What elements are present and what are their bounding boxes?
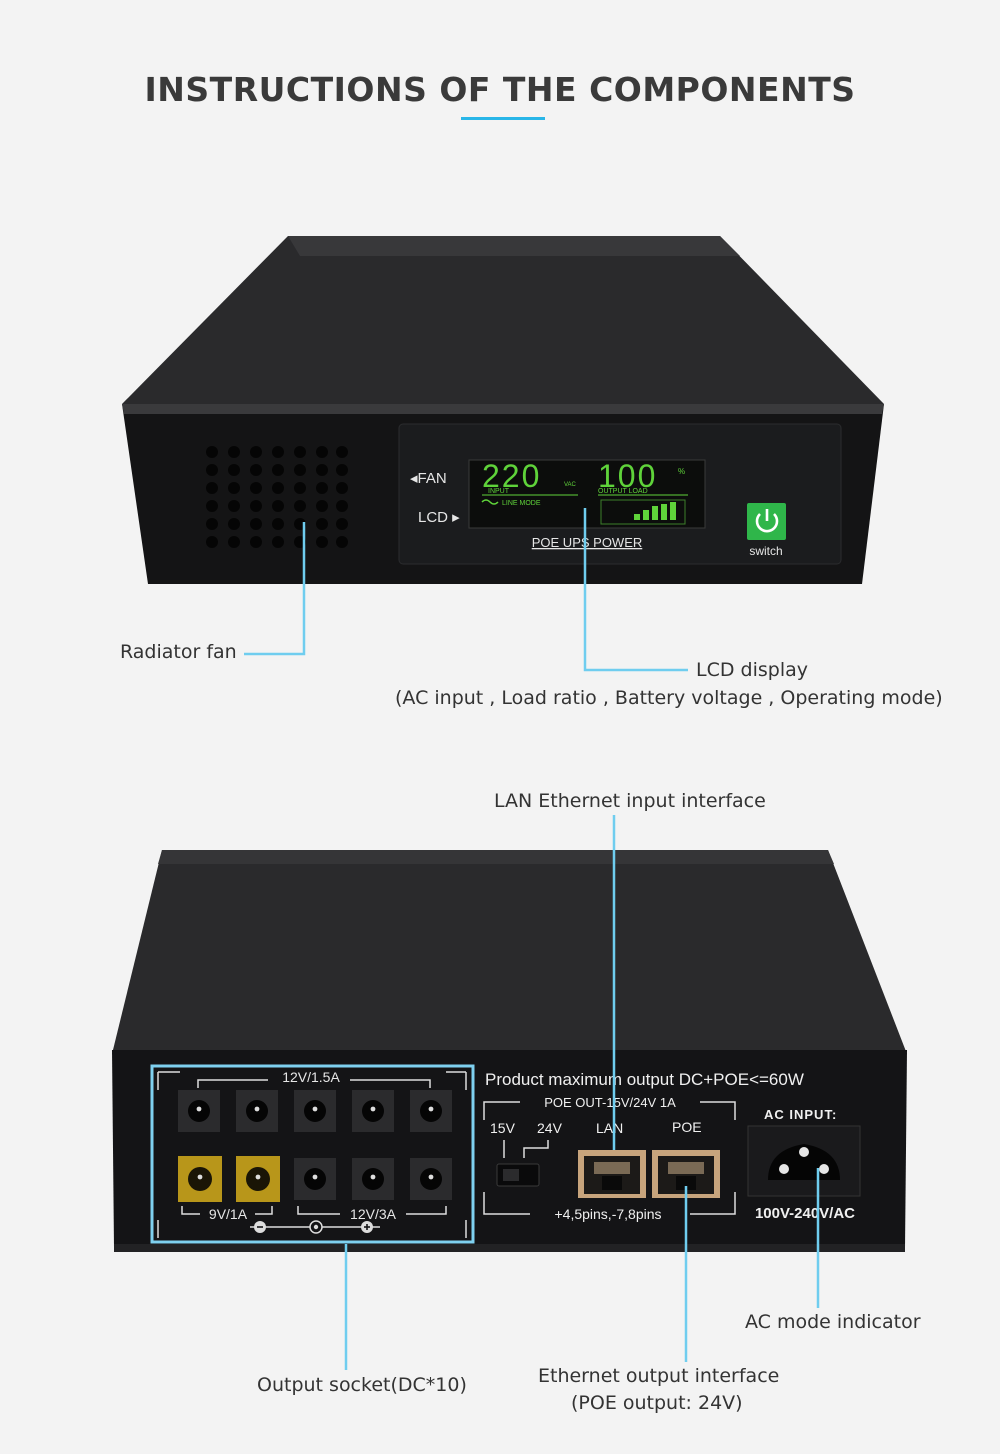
rear-device: 12V/1.5A 9V/1A 12V/3A Product maximum ou… xyxy=(112,815,907,1370)
lcd-load-unit: % xyxy=(678,467,685,476)
lcd-load-value: 100 xyxy=(598,458,657,494)
dc-socket-row-1 xyxy=(178,1090,452,1132)
max-output-text: Product maximum output DC+POE<=60W xyxy=(485,1070,804,1089)
dc-left-label: 9V/1A xyxy=(209,1206,248,1222)
pins-text: +4,5pins,-7,8pins xyxy=(554,1206,661,1222)
page-title: INSTRUCTIONS OF THE COMPONENTS xyxy=(144,70,856,109)
lcd-mode: LINE MODE xyxy=(502,500,541,507)
label-poe: POE xyxy=(672,1119,702,1135)
ac-input-label: AC INPUT: xyxy=(764,1107,837,1122)
label-lan: LAN xyxy=(596,1120,623,1136)
fan-label: ◂FAN xyxy=(410,470,447,487)
fan-vent xyxy=(206,446,348,548)
lcd-load-bars xyxy=(634,502,676,520)
callout-eth-output: Ethernet output interface xyxy=(538,1365,780,1387)
switch-label: switch xyxy=(749,544,782,558)
panel-caption: POE UPS POWER xyxy=(532,535,643,550)
callout-eth-output-desc: (POE output: 24V) xyxy=(571,1392,743,1414)
callout-lcd-display: LCD display xyxy=(696,659,808,681)
dc-socket-row-2 xyxy=(178,1156,452,1202)
lcd-input-unit: VAC xyxy=(564,482,577,488)
title-underline xyxy=(461,117,545,120)
lcd-input-value: 220 xyxy=(482,458,541,494)
label-15v: 15V xyxy=(490,1120,516,1136)
callout-output-socket: Output socket(DC*10) xyxy=(257,1374,467,1396)
power-switch[interactable] xyxy=(747,503,786,540)
lcd-battery-icon xyxy=(600,499,686,525)
poe-out-text: POE OUT-15V/24V 1A xyxy=(544,1095,676,1110)
callout-radiator-fan: Radiator fan xyxy=(120,641,237,663)
callout-lan-input: LAN Ethernet input interface xyxy=(494,790,766,812)
front-device: 220 VAC INPUT LINE MODE 100 % OUTPUT LOA… xyxy=(122,236,884,672)
label-24v: 24V xyxy=(537,1120,563,1136)
callout-ac-mode: AC mode indicator xyxy=(745,1311,921,1333)
callout-lcd-description: (AC input , Load ratio , Battery voltage… xyxy=(395,687,943,709)
dc-right-label: 12V/3A xyxy=(350,1206,397,1222)
ac-inlet[interactable] xyxy=(768,1144,840,1180)
dc-top-label: 12V/1.5A xyxy=(282,1069,340,1085)
power-icon xyxy=(755,509,779,533)
lcd-input-caption: INPUT xyxy=(488,488,510,495)
lan-port[interactable] xyxy=(578,1150,646,1198)
lcd-label: LCD ▸ xyxy=(418,509,460,526)
ac-range-label: 100V-240V/AC xyxy=(755,1205,855,1222)
lcd-load-caption: OUTPUT LOAD xyxy=(598,488,648,495)
dc-socket-highlight xyxy=(150,1064,475,1244)
